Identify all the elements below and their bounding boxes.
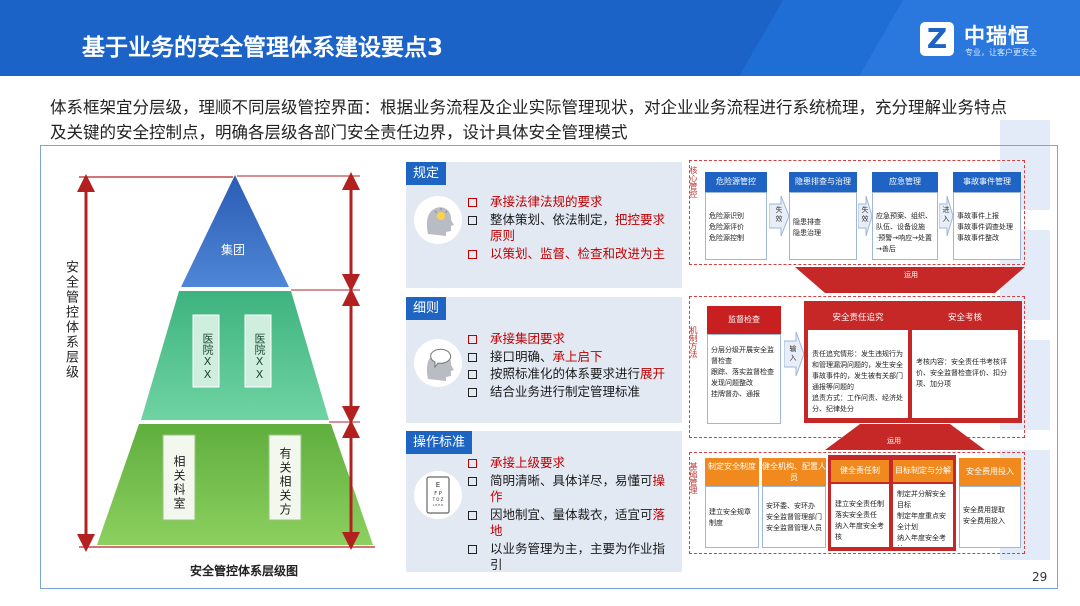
tier-top-label: 集团 — [221, 243, 246, 257]
logo-name: 中瑞恒 — [964, 24, 1030, 48]
base-side-label: 基础管理 — [689, 462, 698, 494]
safety-rules-box: 建立安全规章制度 — [705, 486, 759, 548]
box-title: 安全责任追究 — [808, 308, 908, 328]
core-side-label: 核心管控 — [689, 166, 698, 198]
eye-chart-icon: E F P T O Z L P E D — [414, 471, 462, 519]
box-title: 危险源管控 — [705, 172, 767, 192]
card-tag: 操作标准 — [406, 431, 473, 454]
box-title: 安全考核 — [912, 308, 1018, 328]
pyramid-diagram: 安全管控体系层级 集团 医院XX 医院XX 相关科室 有关相关方 — [55, 165, 385, 565]
arrow-label: 失效 — [861, 206, 869, 223]
card-item: 承接上级要求 — [468, 455, 673, 472]
svg-text:E: E — [436, 481, 440, 489]
header-bar: 基于业务的安全管理体系建设要点3 Z 中瑞恒 专业，让客户更安全 — [0, 0, 1080, 76]
pyramid-caption: 安全管控体系层级图 — [190, 564, 299, 578]
use-label: 运用 — [887, 437, 901, 445]
arrow-right-icon — [858, 196, 872, 236]
card-tag: 细则 — [406, 297, 447, 320]
arrow-right-icon — [939, 196, 953, 236]
svg-text:T O Z: T O Z — [432, 497, 444, 502]
svg-text:F P: F P — [434, 491, 441, 497]
tier-bottom-right-label: 有关相关方 — [278, 447, 292, 517]
box-title: 安全费用投入 — [959, 458, 1021, 486]
arrow-right-icon — [769, 196, 789, 236]
tier-bottom-left-label: 相关科室 — [172, 455, 186, 511]
safety-cost-box: 安全费用提取 安全费用投入 — [959, 486, 1021, 548]
card-regulations: 规定 承接法律法规的要求 整体策划、依法制定，把控要求原则 以策划、监督、检查和… — [406, 162, 682, 288]
box-title: 监督检查 — [707, 306, 781, 334]
accountability-box: 责任追究情形：发生违规行为和管理漏洞问题的，发生安全事故事件的，发生被有关部门通… — [808, 330, 908, 418]
core-section — [689, 160, 1025, 265]
content-frame — [40, 145, 1058, 589]
box-title: 事故事件管理 — [953, 172, 1021, 192]
card-item: 承接集团要求 — [468, 331, 673, 348]
responsibility-box: 建立安全责任制 落实安全责任 纳入年度安全考核 — [831, 484, 889, 547]
page-number: 29 — [1032, 570, 1048, 584]
box-title: 目标制定与分解 — [893, 460, 953, 482]
mechanism-side-label: 机制方法 — [689, 326, 698, 358]
intro-text: 体系框架宜分层级，理顺不同层级管控界面：根据业务流程及企业实际管理现状，对企业业… — [50, 98, 1007, 142]
card-item: 整体策划、依法制定，把控要求原则 — [468, 212, 673, 245]
card-rules: 细则 承接集团要求 接口明确、承上启下 按照标准化的体系要求进行展开 结合业务进… — [406, 297, 682, 423]
tier-mid-left-label: 医院XX — [201, 333, 214, 381]
page-title: 基于业务的安全管理体系建设要点3 — [82, 35, 444, 61]
logo-slogan: 专业，让客户更安全 — [965, 48, 1037, 57]
use-label: 运用 — [904, 271, 918, 279]
hazard-source-box: 危险源识别 危险源评价 危险源控制 — [705, 192, 767, 260]
use-band-2 — [825, 424, 985, 450]
card-item: 简明清晰、具体详尽，易懂可操作 — [468, 473, 673, 506]
box-title: 隐患排查与治理 — [789, 172, 857, 192]
pyramid-tier-middle — [141, 291, 329, 420]
card-operating-standards: 操作标准 E F P T O Z L P E D 承接上级要求 简明清晰、具体详… — [406, 431, 682, 572]
box-title: 制定安全制度 — [705, 458, 759, 486]
card-item: 以策划、监督、检查和改进为主 — [468, 246, 673, 263]
card-item: 以业务管理为主，主要为作业指引 — [468, 541, 673, 574]
supervision-box: 分层分级开展安全监督检查 跟踪、落实监督检查发现问题整改 挂牌督办、通报 — [707, 334, 781, 424]
base-section — [689, 452, 1025, 554]
card-item: 因地制宜、量体裁衣，适宜可落地 — [468, 507, 673, 540]
management-system-diagram: 核心管控 危险源管控 危险源识别 危险源评价 危险源控制 失效 隐患排查与治理 … — [685, 160, 1030, 585]
assessment-box: 考核内容：安全责任书考核评价、安全监督检查评价、扣分项、加分项 — [912, 330, 1018, 418]
objectives-box: 制定并分解安全目标 制定年度重点安全计划 纳入年度安全考核 — [893, 484, 953, 547]
arrow-label: 进入 — [942, 206, 950, 223]
card-item: 按照标准化的体系要求进行展开 — [468, 366, 673, 383]
hidden-danger-box: 隐患排查 隐患治理 — [789, 192, 857, 260]
card-item: 承接法律法规的要求 — [468, 194, 673, 211]
pyramid-graphic — [77, 172, 375, 552]
card-tag: 规定 — [406, 162, 447, 185]
incident-box: 事故事件上报 事故事件调查处理 事故事件整改 — [953, 192, 1021, 260]
card-item: 结合业务进行制定管理标准 — [468, 384, 673, 401]
pyramid-tier-bottom — [97, 424, 373, 545]
head-lightbulb-icon — [414, 196, 462, 244]
box-title: 应急管理 — [872, 172, 938, 192]
arrow-label: 输入 — [789, 345, 797, 362]
tier-mid-right-label: 医院XX — [253, 333, 266, 381]
company-logo: Z 中瑞恒 专业，让客户更安全 — [920, 20, 1070, 60]
use-band-1 — [795, 267, 1025, 293]
svg-text:L P E D: L P E D — [433, 503, 444, 507]
arrow-right-icon — [784, 332, 804, 376]
card-item: 接口明确、承上启下 — [468, 349, 673, 366]
logo-mark-icon: Z — [920, 22, 954, 56]
box-title: 健全机构、配置人员 — [762, 458, 826, 486]
pyramid-tier-top — [181, 175, 289, 287]
box-title: 健全责任制 — [831, 460, 889, 482]
emergency-box: 应急预案、组织、 队伍、设备设施 ·预警→响应→处置 →善后 — [872, 192, 938, 260]
arrow-label: 失效 — [775, 206, 783, 223]
organization-box: 安环委、安环办 安全监督管理部门 安全监督管理人员 — [762, 486, 826, 548]
head-speech-icon — [414, 339, 462, 387]
pyramid-side-label: 安全管控体系层级 — [63, 260, 78, 380]
